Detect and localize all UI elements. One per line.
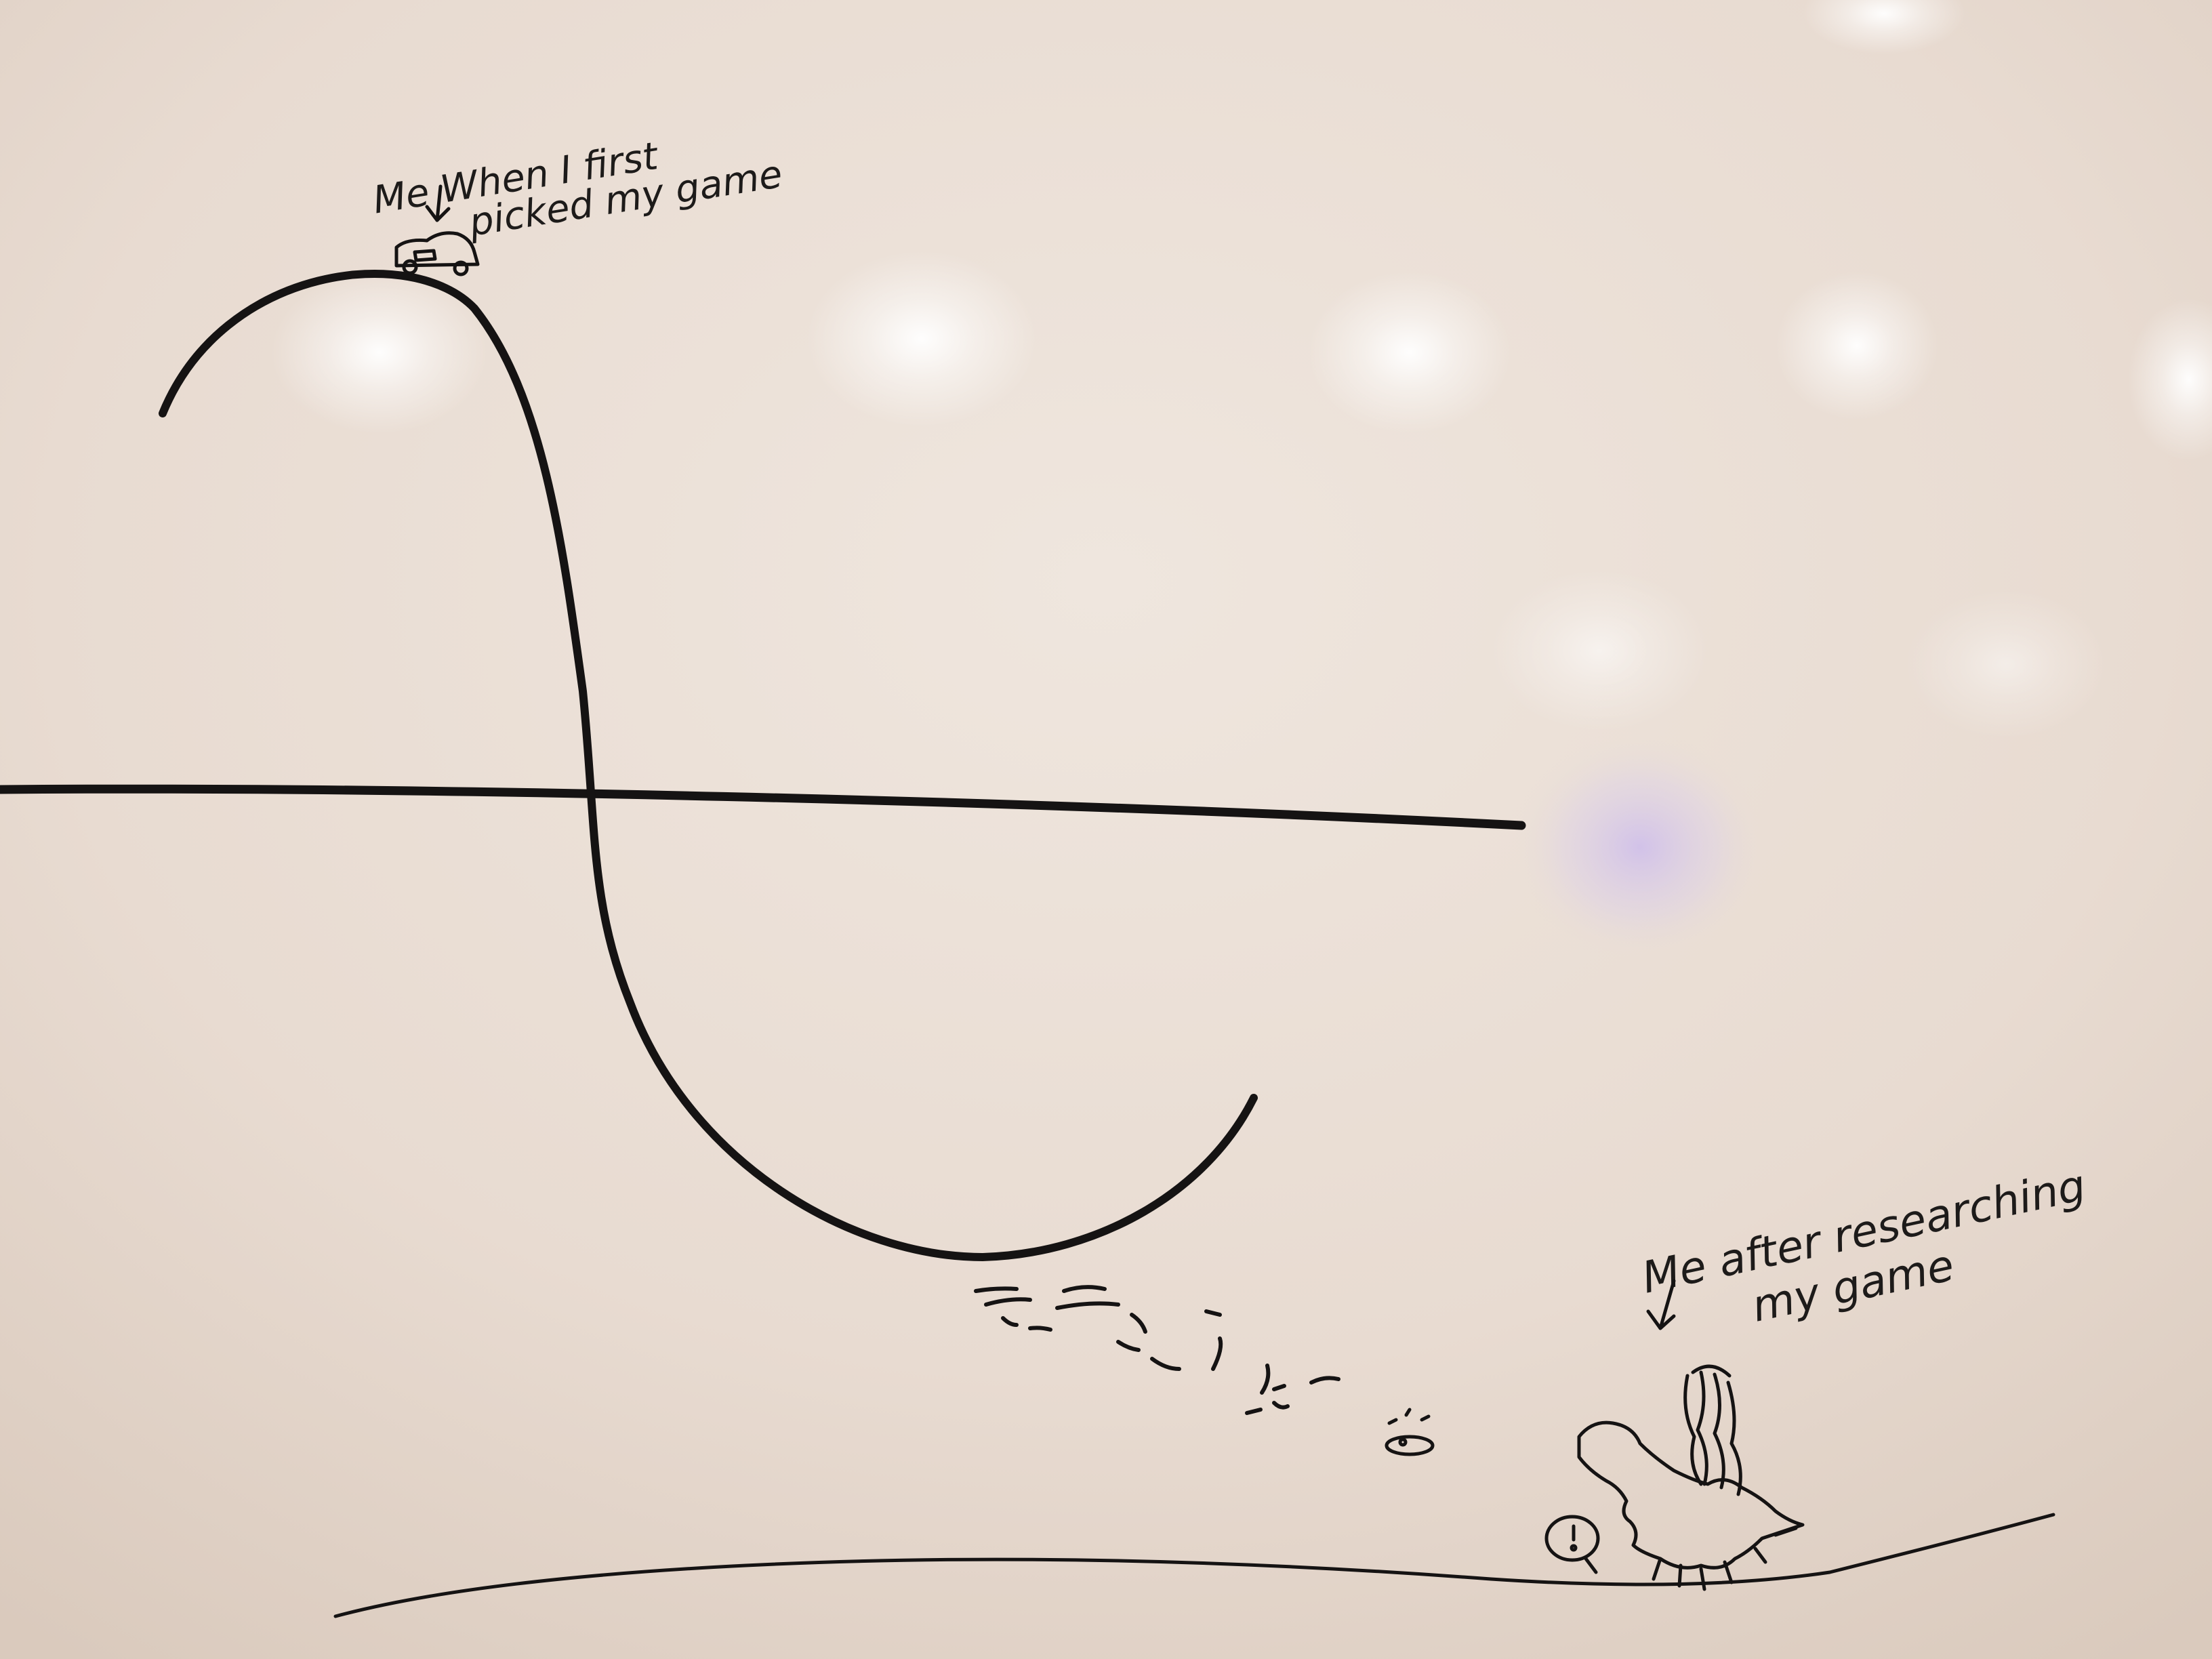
splash-drawing: [1385, 1408, 1435, 1456]
s-curve: [159, 269, 1258, 1261]
purple-glare-spot: [1511, 732, 1769, 962]
glare-spot: [1904, 590, 2108, 739]
falling-debris: [974, 1285, 1340, 1415]
bottom-arrow: [1646, 1279, 1676, 1330]
crashed-figure-drawing: [1544, 1364, 1805, 1591]
ground-line: [333, 1513, 2055, 1618]
top-arrow: [425, 184, 451, 222]
glare-spot: [271, 271, 488, 434]
glare-spot: [806, 251, 1037, 427]
glare-spot: [2128, 298, 2212, 461]
glare-spot: [1491, 569, 1708, 732]
glare-spot: [1776, 271, 1938, 420]
glare-spots: [271, 0, 2212, 962]
horizontal-line: [0, 784, 1526, 830]
glare-spot: [1308, 271, 1511, 434]
glare-spot: [1803, 0, 1965, 54]
car-drawing: [394, 231, 480, 276]
